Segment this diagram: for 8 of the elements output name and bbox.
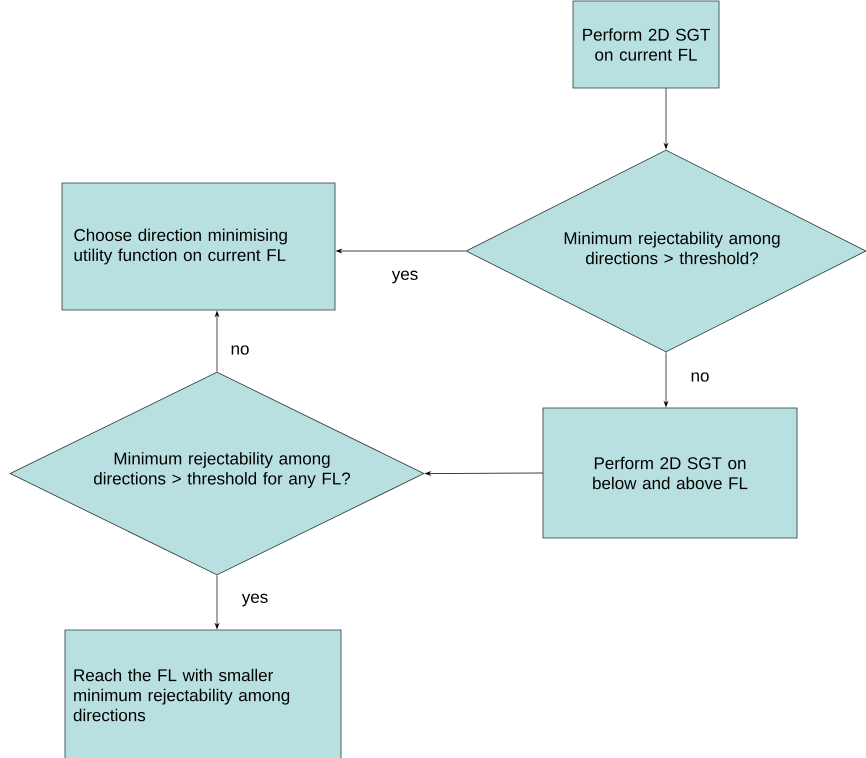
process-box: Perform 2D SGT on below and above FL xyxy=(542,408,798,538)
edge-label: no xyxy=(690,371,710,383)
process-box: Choose direction minimising utility function on current FL xyxy=(62,182,336,310)
edge-label: no xyxy=(230,344,250,356)
process-box: Perform 2D SGT on current FL xyxy=(572,0,720,88)
edge-label: yes xyxy=(390,270,420,284)
edge-label: yes xyxy=(240,592,270,608)
process-box: Reach the FL with smaller minimum rejectability among directions xyxy=(64,630,342,758)
